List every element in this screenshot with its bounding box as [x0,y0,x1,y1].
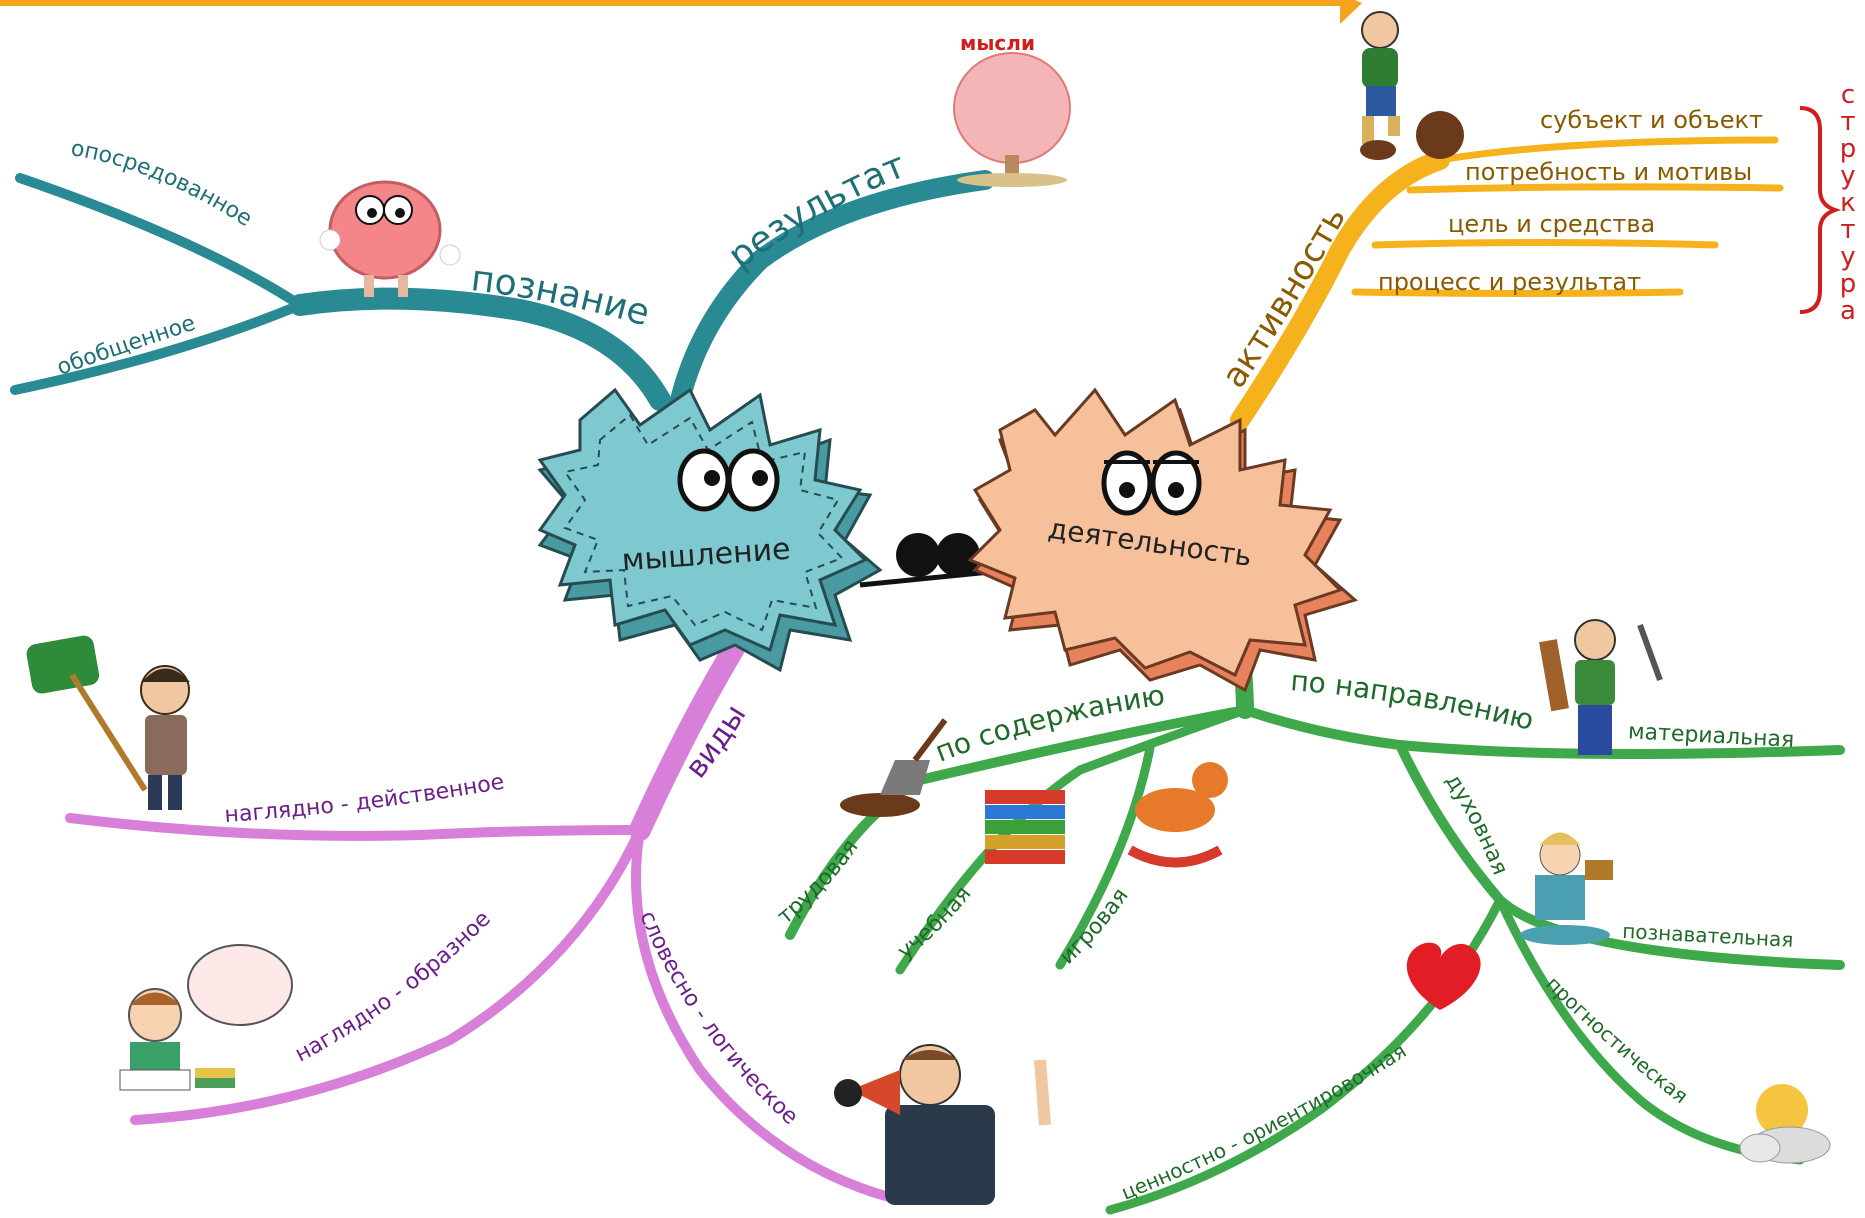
activity-item-4: процесс и результат [1378,268,1641,296]
shovel-icon [840,718,948,817]
structure-letter: т [1840,107,1855,137]
structure-word: с т р у к т у р а [1840,80,1857,326]
direction-material: материальная [1627,719,1794,753]
shovel-boy-icon [26,635,190,810]
sun-cloud-icon [1739,1084,1831,1164]
brain-icon [319,180,461,297]
type-visual-image: наглядно - образное [291,907,496,1068]
thinking-blob [537,387,883,673]
structure-letter: к [1840,188,1856,218]
structure-letter: р [1840,134,1857,164]
direction-value: ценностно - ориентировочная [1118,1039,1411,1205]
types-branch [65,619,905,1205]
thoughts-tree-icon: мысли [953,31,1071,187]
thoughts-title: мысли [960,31,1035,55]
thinking-boy-icon [119,944,293,1091]
structure-letter: у [1840,161,1855,191]
activity-branch [1230,136,1784,430]
activity-item-1: субъект и объект [1540,106,1763,134]
structure-letter: у [1840,242,1855,272]
walking-man-icon [1360,11,1464,160]
structure-letter: р [1840,269,1857,299]
cognition-branch [10,170,995,411]
type-visual-action: наглядно - действенное [224,770,506,828]
activity-blob [967,387,1359,693]
top-arrow-line [0,0,1362,24]
direction-spiritual: духовная [1440,769,1512,878]
books-icon [985,790,1065,864]
structure-letter: с [1841,80,1855,110]
direction-prognostic: прогностическая [1541,971,1692,1108]
label-by-direction: по направлению [1289,664,1537,737]
heart-icon [1406,942,1481,1010]
content-labor: трудовая [773,835,864,929]
structure-letter: т [1840,215,1855,245]
structure-bracket [1799,106,1842,314]
worker-icon [1539,619,1663,755]
structure-letter: а [1840,296,1856,326]
rocking-horse-icon [1127,762,1228,868]
activity-item-3: цель и средства [1448,210,1655,238]
label-mediated: опосредованное [69,136,256,232]
content-study: учебная [893,882,976,965]
activity-item-2: потребность и мотивы [1465,158,1752,186]
reading-girl-icon [1520,832,1613,945]
megaphone-man-icon [834,1044,1051,1205]
